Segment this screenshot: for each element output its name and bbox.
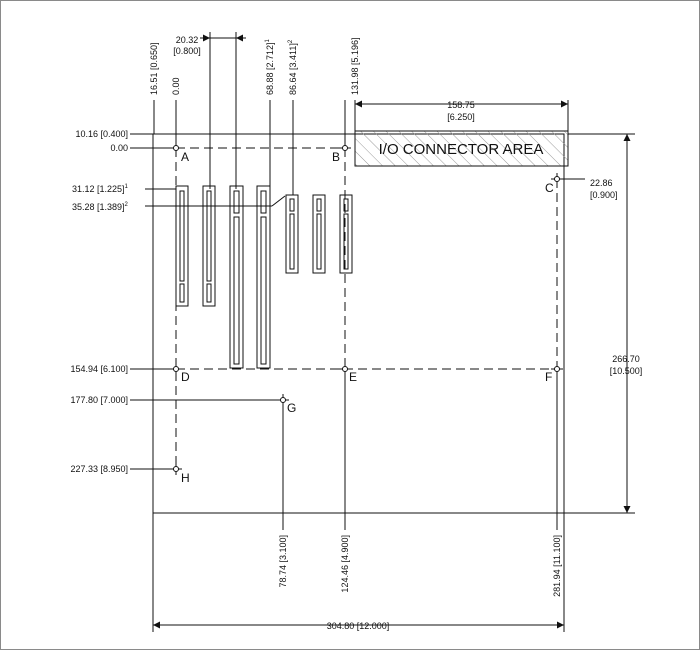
dim-0-800: [0.800]: [173, 46, 201, 56]
slot-2: [202, 185, 216, 307]
dim-0-00-left: 0.00: [110, 143, 128, 153]
dim-158-75: 158.75: [447, 100, 475, 110]
dim-0-900: [0.900]: [590, 190, 618, 200]
dim-131-98: 131.98 [5.196]: [350, 37, 360, 95]
dim-68-88: 68.88 [2.712]: [265, 42, 275, 95]
hole-b-marker: [339, 142, 351, 154]
dim-6-250: [6.250]: [447, 112, 475, 122]
dim-304-80: 304.80 [12.000]: [327, 621, 390, 631]
dim-68-88-note: 1: [265, 38, 271, 42]
hole-a-marker: [170, 142, 182, 154]
dim-227-33: 227.33 [8.950]: [70, 464, 128, 474]
left-dimension-labels: 10.16 [0.400] 0.00 154.94 [6.100] 177.80…: [70, 129, 128, 474]
svg-text:86.64 [3.411]2: 86.64 [3.411]2: [288, 39, 298, 95]
slot-dimension-labels: 31.12 [1.225]1 35.28 [1.389]2: [72, 184, 129, 212]
hole-e-marker: [339, 363, 351, 375]
slot-6: [312, 194, 326, 274]
dim-10-500: [10.500]: [610, 366, 643, 376]
top-dimension-labels: 16.51 [0.650] 0.00 68.88 [2.712]1 86.64 …: [149, 35, 475, 122]
label-h: H: [181, 471, 190, 485]
hole-g-marker: [277, 394, 289, 406]
io-connector-area: I/O CONNECTOR AREA: [354, 130, 569, 167]
mounting-holes: [170, 142, 563, 475]
hole-h-marker: [170, 463, 182, 475]
dim-0-00-top: 0.00: [171, 77, 181, 95]
dim-35-28: 35.28 [1.389]: [72, 202, 125, 212]
dim-35-28-note: 2: [125, 202, 129, 208]
dim-20-32: 20.32: [176, 35, 199, 45]
dimension-arrows: [153, 34, 631, 629]
label-b: B: [332, 150, 340, 164]
dim-266-70: 266.70: [612, 354, 640, 364]
dim-154-94: 154.94 [6.100]: [70, 364, 128, 374]
slot-connectors: [175, 185, 353, 369]
label-c: C: [545, 181, 554, 195]
label-d: D: [181, 370, 190, 384]
label-e: E: [349, 370, 357, 384]
slot-3: [229, 185, 244, 369]
label-f: F: [545, 370, 552, 384]
dim-31-12-note: 1: [125, 184, 129, 190]
hole-c-marker: [551, 173, 563, 185]
right-dimension-labels: 22.86 [0.900] 266.70 [10.500]: [590, 178, 642, 376]
dim-124-46: 124.46 [4.900]: [340, 535, 350, 593]
dim-177-80: 177.80 [7.000]: [70, 395, 128, 405]
dim-86-64: 86.64 [3.411]: [288, 43, 298, 95]
svg-text:35.28 [1.389]2: 35.28 [1.389]2: [72, 202, 129, 212]
svg-text:68.88 [2.712]1: 68.88 [2.712]1: [265, 38, 275, 95]
hole-f-marker: [551, 363, 563, 375]
extension-lines: [130, 32, 635, 632]
bottom-dimension-labels: 78.74 [3.100] 124.46 [4.900] 281.94 [11.…: [278, 535, 562, 597]
label-g: G: [287, 401, 296, 415]
slot-4: [256, 185, 271, 369]
dim-31-12: 31.12 [1.225]: [72, 184, 125, 194]
reference-lines: [175, 147, 558, 469]
io-connector-label: I/O CONNECTOR AREA: [379, 141, 544, 158]
point-labels: A B C D E F G H: [181, 150, 554, 485]
slot-5: [285, 194, 299, 274]
dim-22-86: 22.86: [590, 178, 613, 188]
slot-7: [339, 194, 353, 274]
hole-d-marker: [170, 363, 182, 375]
dim-86-64-note: 2: [288, 39, 294, 43]
dim-16-51: 16.51 [0.650]: [149, 42, 159, 95]
dim-281-94: 281.94 [11.100]: [552, 535, 562, 597]
svg-text:31.12 [1.225]1: 31.12 [1.225]1: [72, 184, 129, 194]
dim-78-74: 78.74 [3.100]: [278, 535, 288, 588]
dim-10-16: 10.16 [0.400]: [75, 129, 128, 139]
label-a: A: [181, 150, 189, 164]
slot-1: [175, 185, 189, 307]
